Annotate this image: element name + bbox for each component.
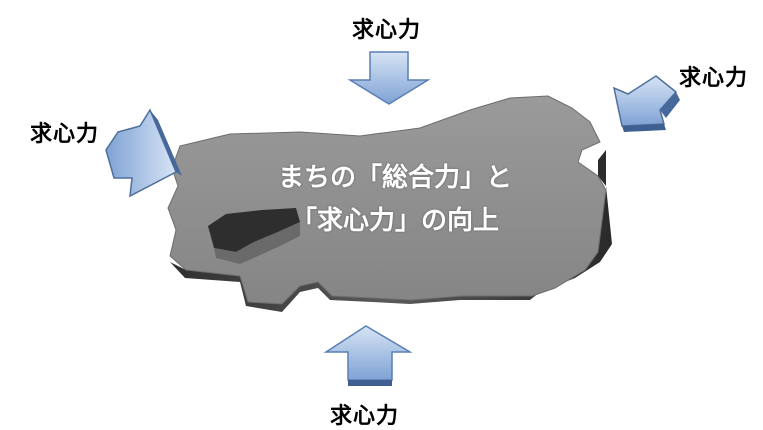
center-text-line-1: まちの「総合力」と <box>277 163 512 193</box>
arrow-left-right <box>105 108 182 198</box>
force-label-bottom: 求心力 <box>330 404 400 429</box>
arrow-top-down <box>347 51 431 105</box>
map-notch <box>208 208 300 252</box>
city-map-shape <box>167 95 607 305</box>
force-label-top: 求心力 <box>352 18 422 43</box>
map-notch-floor <box>214 222 300 264</box>
arrow-right-downleft <box>612 75 680 132</box>
center-text-line-2: 「求心力」の向上 <box>290 206 499 236</box>
force-label-right: 求心力 <box>679 66 749 91</box>
arrow-bottom-up <box>323 325 413 386</box>
force-label-left: 求心力 <box>30 122 100 147</box>
